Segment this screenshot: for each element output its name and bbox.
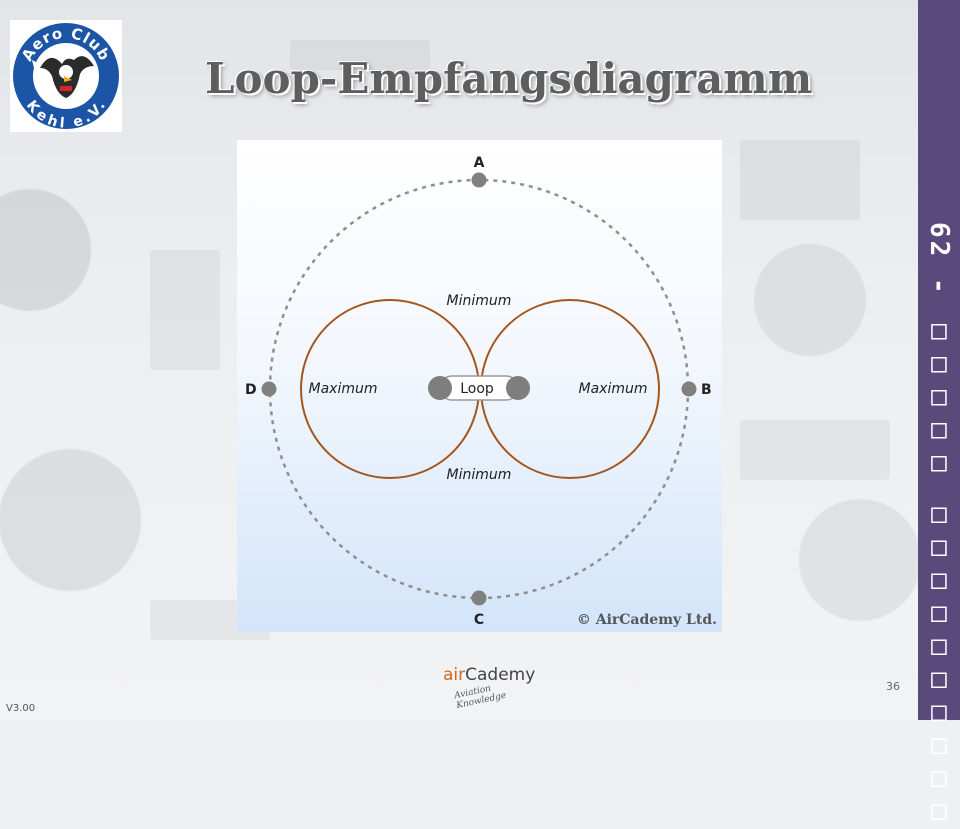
label-d: D (245, 382, 257, 398)
brand-name-cademy: Cademy (465, 665, 536, 685)
sidebar: 62 - □□□□□ □□□□□□□□□□ (918, 0, 960, 829)
slide-title: Loop-Empfangsdiagramm (205, 54, 813, 103)
label-maximum-left: Maximum (309, 381, 378, 397)
marker-d (261, 381, 277, 397)
marker-a (471, 172, 487, 188)
brand-name-air: air (443, 665, 466, 685)
label-minimum-top: Minimum (447, 293, 512, 309)
marker-c (471, 590, 487, 606)
club-logo: Aero Club Kehl e.V. (10, 20, 122, 132)
eagle-mascot-icon (32, 56, 94, 98)
label-a: A (474, 155, 485, 171)
loop-reception-diagram: A B C D Minimum Minimum Maximum Maximum … (237, 140, 722, 632)
label-b: B (701, 382, 712, 398)
label-minimum-bottom: Minimum (447, 467, 512, 483)
page-number: 36 (886, 680, 900, 693)
footer-brand: airCademy (443, 665, 535, 685)
marker-b (681, 381, 697, 397)
copyright-text: © AirCademy Ltd. (577, 612, 717, 628)
loop-antenna-icon (428, 375, 530, 401)
label-c: C (474, 612, 484, 628)
version-label: V3.00 (6, 703, 36, 714)
sidebar-label: 62 - □□□□□ □□□□□□□□□□ (924, 222, 954, 829)
label-loop: Loop (460, 381, 494, 397)
label-maximum-right: Maximum (579, 381, 648, 397)
